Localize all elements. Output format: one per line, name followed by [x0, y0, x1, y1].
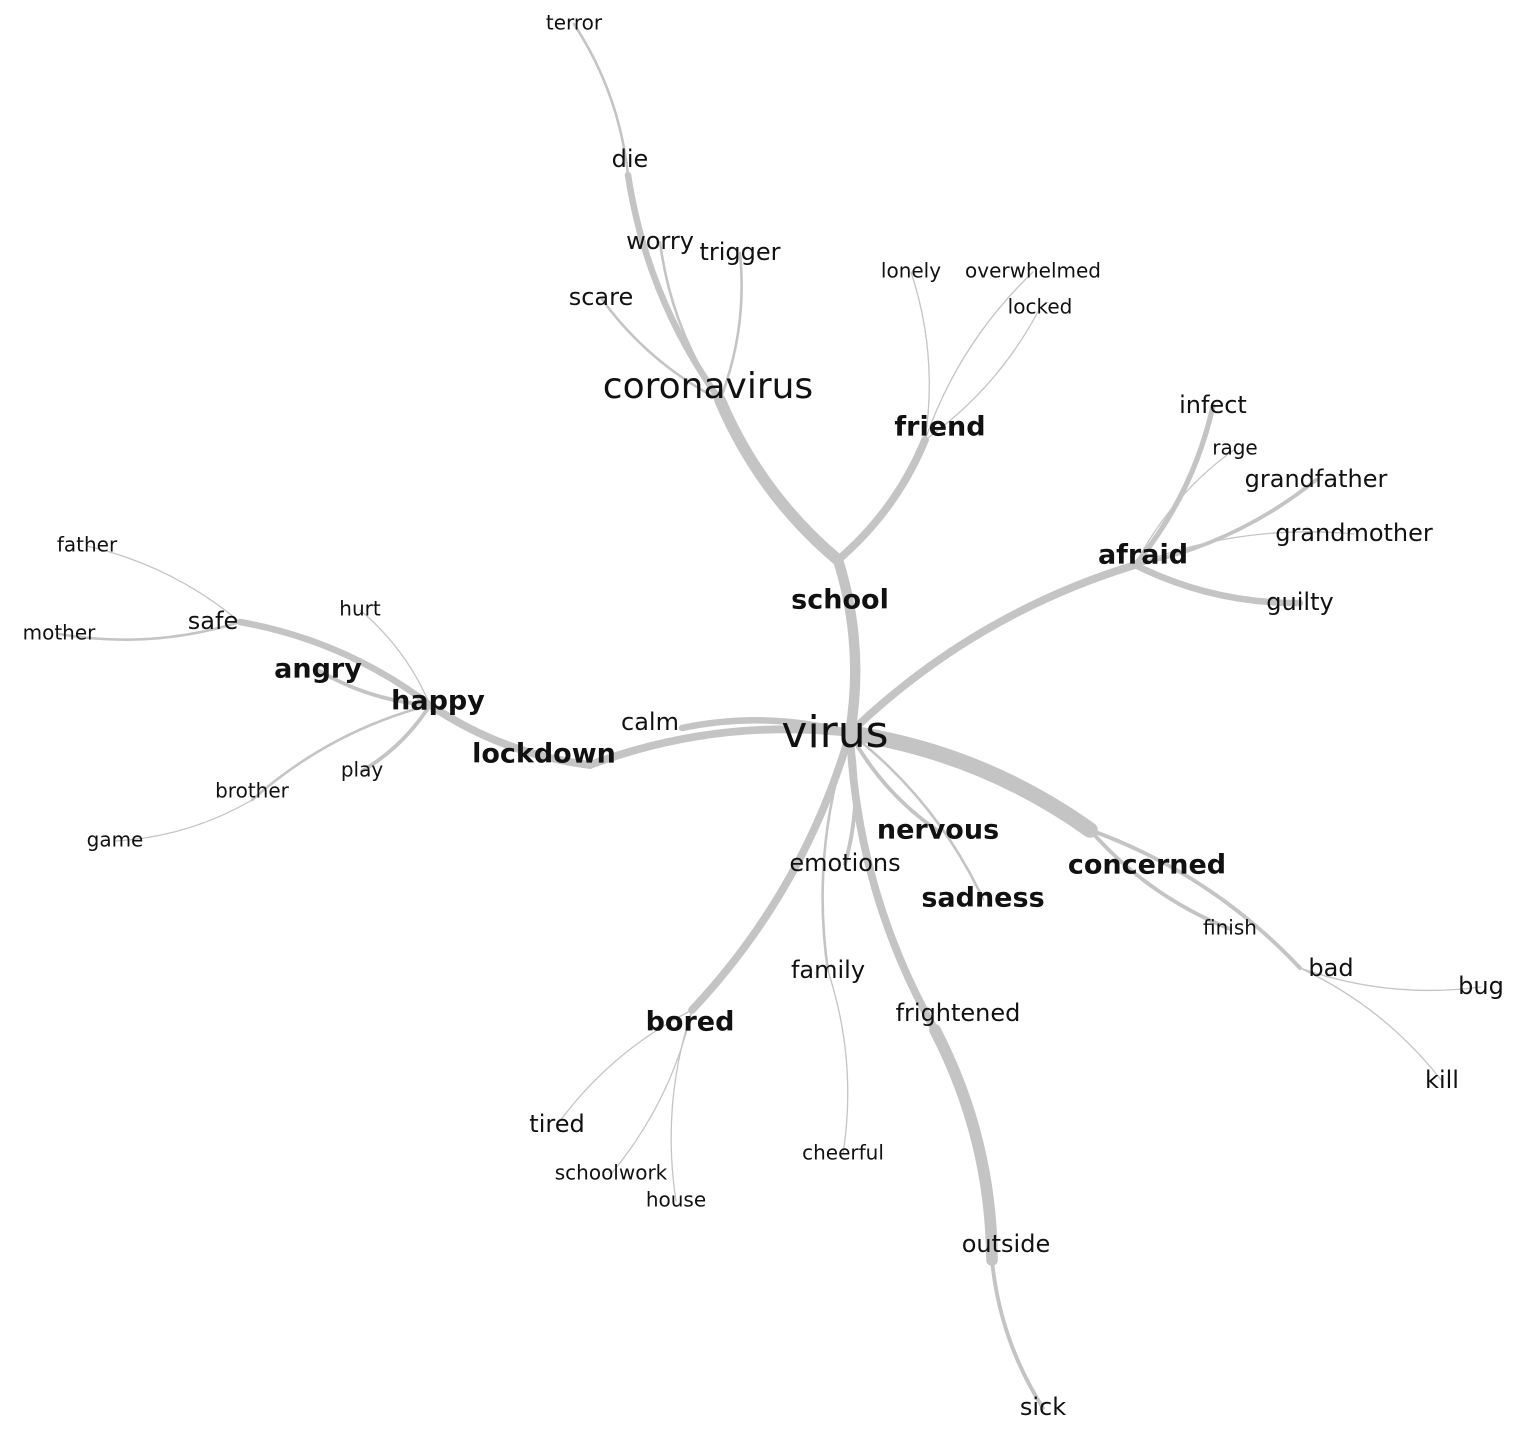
node-label-father: father [57, 533, 118, 557]
edge-coronavirus-worry [658, 240, 722, 402]
node-label-grandmother: grandmother [1275, 519, 1433, 547]
edge-brother-game [114, 799, 253, 842]
node-label-worry: worry [626, 227, 694, 255]
edge-bored-house [670, 1009, 693, 1202]
edge-safe-father [86, 545, 241, 623]
node-label-sick: sick [1020, 1393, 1066, 1421]
node-label-scare: scare [569, 283, 634, 311]
node-label-lonely: lonely [881, 259, 941, 283]
node-label-frightened: frightened [896, 999, 1021, 1027]
edge-lockdown-happy [426, 701, 594, 769]
edge-concerned-bad [1088, 828, 1302, 970]
edge-die-terror [572, 22, 630, 177]
edge-happy-angry [316, 668, 432, 707]
node-label-die: die [612, 145, 649, 173]
node-label-sadness: sadness [921, 883, 1044, 914]
node-label-nervous: nervous [877, 815, 999, 846]
node-label-bug: bug [1458, 972, 1504, 1000]
node-label-bored: bored [646, 1007, 735, 1038]
edge-school-friend [834, 436, 929, 564]
edge-outside-sick [990, 1258, 1045, 1410]
node-label-grandfather: grandfather [1245, 465, 1388, 493]
node-label-friend: friend [894, 412, 985, 443]
node-label-play: play [341, 758, 384, 782]
node-label-kill: kill [1425, 1066, 1459, 1094]
edge-bad-bug [1299, 967, 1482, 992]
node-label-bad: bad [1308, 954, 1353, 982]
edge-virus-school [832, 554, 861, 739]
edge-bored-schoolwork [610, 1009, 693, 1175]
node-label-emotions: emotions [789, 849, 900, 877]
edge-frightened-outside [929, 1024, 998, 1266]
node-label-happy: happy [391, 686, 485, 717]
node-label-coronavirus: coronavirus [603, 366, 813, 407]
edge-virus-frightened [846, 729, 939, 1034]
edge-afraid-grandfather [1133, 478, 1318, 567]
node-label-hurt: hurt [339, 597, 381, 621]
node-label-tired: tired [529, 1110, 584, 1138]
edge-afraid-grandmother [1134, 531, 1355, 566]
label-group: virus coronavirus school friend afraid concer… [23, 11, 1504, 1422]
node-label-school: school [791, 585, 889, 616]
node-label-angry: angry [274, 654, 362, 685]
node-label-safe: safe [188, 607, 238, 635]
node-label-infect: infect [1179, 391, 1247, 419]
edge-virus-afraid [846, 561, 1139, 737]
edge-family-cheerful [827, 970, 849, 1155]
node-label-rage: rage [1212, 436, 1257, 460]
node-label-family: family [791, 956, 865, 984]
edge-virus-nervous [848, 731, 940, 833]
node-label-mother: mother [23, 621, 97, 645]
edge-happy-hurt [359, 609, 431, 706]
node-label-virus: virus [781, 707, 888, 758]
node-label-lockdown: lockdown [472, 739, 616, 770]
edge-bored-tired [556, 1009, 693, 1126]
edge-concerned-finish [1088, 828, 1232, 931]
node-label-schoolwork: schoolwork [555, 1161, 668, 1185]
edge-happy-safe [236, 618, 434, 709]
node-label-house: house [646, 1188, 706, 1212]
edge-friend-locked [924, 307, 1041, 441]
edge-friend-overwhelmed [924, 271, 1034, 441]
edge-coronavirus-trigger [718, 251, 743, 402]
node-label-guilty: guilty [1266, 588, 1333, 616]
edge-afraid-guilty [1131, 561, 1304, 607]
node-label-terror: terror [546, 11, 603, 35]
edge-afraid-infect [1132, 403, 1216, 568]
edge-school-coronavirus [714, 394, 844, 566]
edge-virus-concerned [842, 725, 1098, 838]
node-label-brother: brother [215, 779, 290, 803]
node-label-finish: finish [1203, 916, 1257, 940]
edge-virus-bored [688, 729, 854, 1014]
node-label-locked: locked [1008, 295, 1073, 319]
edge-virus-calm [678, 717, 854, 737]
node-label-concerned: concerned [1068, 850, 1226, 881]
node-label-game: game [87, 828, 144, 852]
edge-bad-kill [1299, 967, 1443, 1082]
edge-friend-lonely [910, 271, 930, 441]
node-label-cheerful: cheerful [802, 1141, 884, 1165]
edge-virus-sadness [848, 731, 985, 901]
node-label-calm: calm [621, 708, 679, 736]
node-label-overwhelmed: overwhelmed [965, 259, 1101, 283]
edge-group [57, 22, 1482, 1410]
edge-happy-brother [250, 703, 432, 802]
edge-coronavirus-scare [599, 296, 722, 402]
edge-happy-play [360, 703, 432, 773]
edge-virus-lockdown [586, 725, 854, 769]
node-label-outside: outside [962, 1230, 1050, 1258]
edge-afraid-rage [1134, 448, 1236, 566]
node-label-trigger: trigger [699, 238, 780, 266]
edge-safe-mother [57, 620, 242, 641]
node-label-afraid: afraid [1098, 540, 1188, 571]
